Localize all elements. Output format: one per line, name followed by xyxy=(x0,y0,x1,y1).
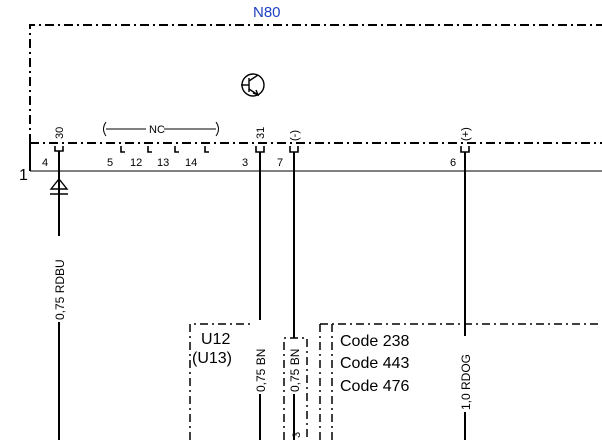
pin-number-13: 13 xyxy=(157,157,169,169)
wire-label-bg-bn-3 xyxy=(253,320,267,394)
pin-contact-6 xyxy=(460,146,470,153)
pin-number-6: 6 xyxy=(450,157,456,169)
pin-number-7: 7 xyxy=(277,157,283,169)
pin-box-number: 3 xyxy=(291,432,303,438)
u13-label: (U13) xyxy=(192,350,232,367)
pin-function-plus: (+) xyxy=(460,127,472,141)
pin-function-31: 31 xyxy=(255,127,267,139)
code-238: Code 238 xyxy=(340,333,409,350)
u12-box xyxy=(189,323,250,440)
wire-label-bn-7: 0,75 BN xyxy=(288,349,302,392)
pin-box xyxy=(283,337,308,440)
wire-label-bg-bn-7 xyxy=(287,338,301,394)
code-476: Code 476 xyxy=(340,378,409,395)
pin-contact-12 xyxy=(147,146,152,153)
component-boundary xyxy=(29,24,602,143)
pin-contact-5 xyxy=(120,146,125,153)
u12-label: U12 xyxy=(201,331,230,348)
pin-number-5: 5 xyxy=(107,157,113,169)
wire-label-rdbu: 0,75 RDBU xyxy=(53,259,67,320)
pin-number-14: 14 xyxy=(185,157,197,169)
pin-function-30: 30 xyxy=(54,127,66,139)
pin-function-minus: (-) xyxy=(289,130,301,141)
pin-number-3: 3 xyxy=(242,157,248,169)
wire-label-bg-rdbu xyxy=(52,236,66,322)
code-443: Code 443 xyxy=(340,355,409,372)
component-title: N80 xyxy=(253,4,281,21)
connector-id: 1 xyxy=(19,167,28,184)
pin-contact-7 xyxy=(289,146,299,153)
pin-contact-14 xyxy=(204,146,209,153)
wire-label-bn-3: 0,75 BN xyxy=(254,349,268,392)
wire-label-rdog: 1,0 RDOG xyxy=(459,354,473,410)
wire-label-bg-rdog xyxy=(458,336,472,412)
transistor-icon xyxy=(241,73,265,97)
pin-contact-13 xyxy=(174,146,179,153)
nc-bracket xyxy=(103,121,219,137)
nc-label: NC xyxy=(149,124,165,136)
pin-contact-4 xyxy=(54,146,64,152)
pin-contact-3 xyxy=(255,146,265,153)
pin-contacts xyxy=(54,146,470,153)
pin-number-4: 4 xyxy=(42,157,48,169)
arrow-up-icon xyxy=(49,177,69,195)
pin-number-12: 12 xyxy=(130,157,142,169)
